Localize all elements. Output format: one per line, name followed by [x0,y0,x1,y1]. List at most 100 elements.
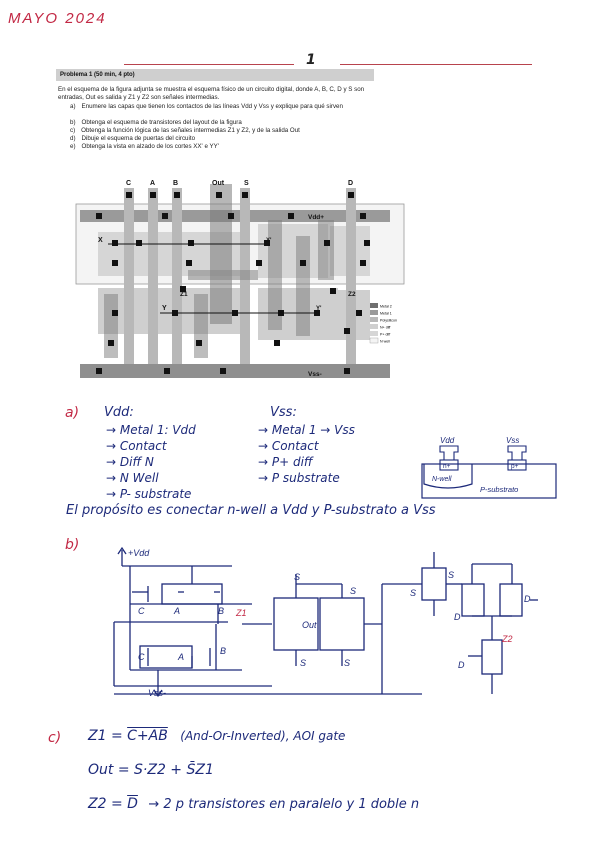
question-item: d)Dibuje el esquema de puertas del circu… [70,135,196,142]
substrate-sketch: Vdd Vss n+ p+ N-well P-substrato [421,436,557,499]
metal-strip-4 [104,294,118,358]
date-heading: MAYO 2024 [8,10,107,27]
label-d: D [348,180,353,187]
problem-intro: En el esquema de la figura adjunta se mu… [58,86,365,102]
transistor-schematic: +Vdd Vss- C A B C A B Z1 Out S S S S S S… [113,546,538,698]
vdd-heading: Vdd: [104,405,134,420]
sketch-nplus: n+ [443,463,451,470]
label-y-prime: Y' [316,306,322,312]
legend-poly: Polysilicon [380,319,397,323]
sketch-vdd: Vdd [440,436,455,445]
vdd-layer-item: → Contact [106,439,167,453]
label-a: A [150,180,155,187]
metal-strip [268,220,282,330]
vdd-layer-item: → Diff N [106,455,154,469]
schematic-vss-label: Vss- [148,688,166,698]
schematic-label-s-inv: S [448,570,454,580]
problem-title: Problema 1 (50 min, 4 pto) [56,69,374,81]
label-x: X [98,237,103,244]
legend-metal1: Metal 1 [380,312,392,316]
vdd-layer-item: → N Well [106,471,159,485]
z1-equation: Z1 = C+AB (And-Or-Inverted), AOI gate [88,728,345,744]
z2-lhs: Z2 = [88,796,123,812]
sketch-nwell: N-well [432,476,452,483]
poly-a [148,188,158,364]
vss-layer-item: → P+ diff [258,455,313,469]
question-item: c)Obtenga la función lógica de las señal… [70,127,300,134]
schematic-label-out: Out [302,620,317,630]
metal-strip-3 [318,220,334,280]
metal-strip-5 [194,294,208,358]
schematic-labels: +Vdd Vss- C A B C A B Z1 Out S S S S S S… [128,548,531,698]
question-item: a)Enumere las capas que tienen los conta… [70,103,343,110]
schematic-wires [113,546,538,698]
label-c: C [126,180,131,187]
vdd-layer-list: → Metal 1: Vdd → Contact → Diff N → N We… [106,422,196,502]
purpose-sentence: El propósito es conectar n-well a Vdd y … [66,503,436,518]
sketch-pplus: p+ [511,463,519,470]
legend-nwell: N well [380,340,390,344]
metal-strip-2 [296,236,310,336]
out-equation: Out = S·Z2 + S̄Z1 [88,762,214,778]
page-number: 1 [306,52,316,68]
header-rule-right [340,64,532,65]
z2-rhs: D [127,796,138,812]
vss-layer-item: → Contact [258,439,319,453]
schematic-label-b: B [218,606,224,616]
label-y: Y [162,305,167,312]
layer-legend: Metal 2 Metal 1 Polysilicon N+ diff P+ d… [369,303,397,344]
label-z1: Z1 [180,291,188,298]
question-list: a)Enumere las capas que tienen los conta… [70,103,380,151]
schematic-label-sbar-lower: S [344,658,350,668]
poly-d [346,188,356,364]
schematic-label-d-right: D [524,594,531,604]
vdd-layer-item: → P- substrate [106,487,192,501]
schematic-label-a: A [173,606,180,616]
schematic-label-z2: Z2 [501,634,513,644]
label-vdd: Vdd+ [308,214,324,221]
label-out: Out [212,180,225,187]
schematic-label-c: C [138,606,145,616]
schematic-label-d-bottom: D [458,660,465,670]
vss-layer-item: → P substrate [258,471,340,485]
question-item: e)Obtenga la vista en alzado de los cort… [70,143,219,150]
vss-heading: Vss: [270,405,297,420]
metal-z1-link [188,270,258,280]
poly-c [124,188,134,364]
schematic-label-s-lower: S [300,658,306,668]
metal-out [210,184,232,324]
answer-a-label: a) [65,405,80,421]
vss-layer-item: → Metal 1 → Vss [258,423,355,437]
schematic-vdd-label: +Vdd [128,548,150,558]
schematic-label-s: S [294,572,300,582]
layout-figure: Metal 2 Metal 1 Polysilicon N+ diff P+ d… [75,180,405,378]
z1-rhs: C+AB [127,728,168,744]
schematic-label-b2: B [220,646,226,656]
legend-pdiff: P+ diff [380,333,390,337]
label-s: S [244,180,249,187]
contacts [96,192,370,374]
answer-b-label: b) [65,537,80,553]
schematic-label-sbar: S [350,586,356,596]
z1-note: (And-Or-Inverted), AOI gate [180,729,346,743]
answer-c-label: c) [48,730,62,746]
poly-b [172,188,182,364]
z2-note: → 2 p transistores en paralelo y 1 doble… [148,797,420,812]
schematic-label-c2: C [138,652,145,662]
label-x-prime: X' [266,238,272,244]
legend-metal2: Metal 2 [380,305,392,309]
schematic-label-d-left: D [454,612,461,622]
vss-layer-list: → Metal 1 → Vss → Contact → P+ diff → P … [258,422,355,486]
schematic-label-z1: Z1 [235,608,247,618]
label-b: B [173,180,178,187]
vss-rail [80,364,390,378]
label-vss: Vss- [308,371,322,378]
z2-equation: Z2 = D → 2 p transistores en paralelo y … [88,796,419,812]
question-item: b)Obtenga el esquema de transistores del… [70,119,242,126]
sketch-vss: Vss [506,436,519,445]
z1-lhs: Z1 = [88,728,123,744]
header-rule-left [124,64,294,65]
sketch-psub: P-substrato [480,485,518,494]
legend-ndiff: N+ diff [380,326,390,330]
label-z2: Z2 [348,291,356,298]
